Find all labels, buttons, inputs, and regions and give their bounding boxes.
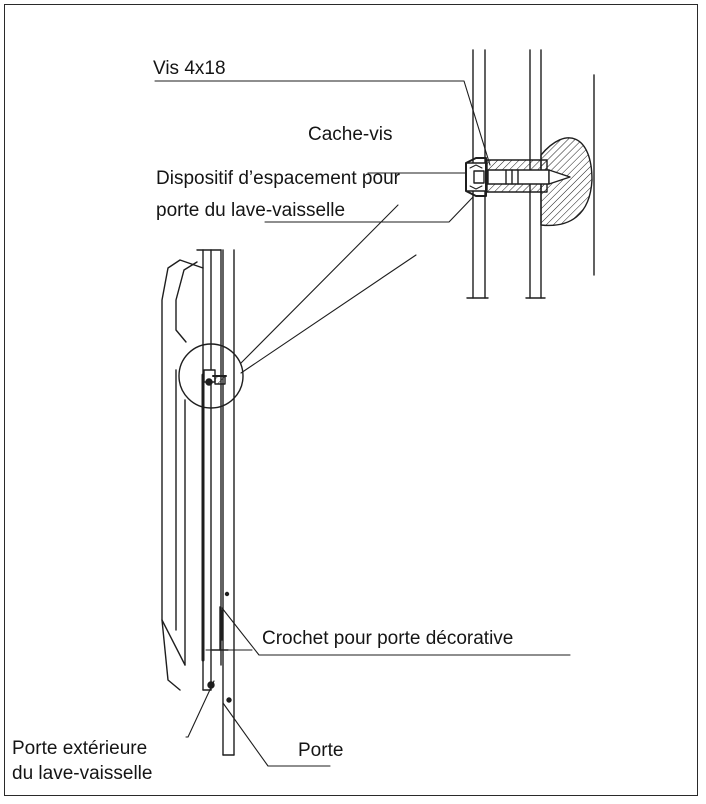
screw-cover-label: Cache-vis bbox=[308, 124, 393, 145]
outer-door-label-line2: du lave-vaisselle bbox=[12, 763, 153, 784]
hook-label: Crochet pour porte décorative bbox=[262, 628, 514, 649]
spacer-label-line2: porte du lave-vaisselle bbox=[156, 200, 346, 221]
screw-detail bbox=[465, 157, 571, 197]
detail-circle bbox=[178, 343, 244, 409]
callout-lines bbox=[154, 80, 571, 767]
diagram-frame bbox=[4, 4, 698, 796]
door-assembly bbox=[161, 249, 235, 756]
detail-view bbox=[466, 49, 595, 299]
spacer-label-line1: Dispositif d’espacement pour bbox=[156, 168, 400, 189]
screw-label: Vis 4x18 bbox=[153, 58, 226, 79]
spacer-hatch bbox=[540, 137, 593, 227]
door-label: Porte bbox=[298, 740, 344, 761]
outer-door-label-line1: Porte extérieure bbox=[12, 738, 148, 759]
